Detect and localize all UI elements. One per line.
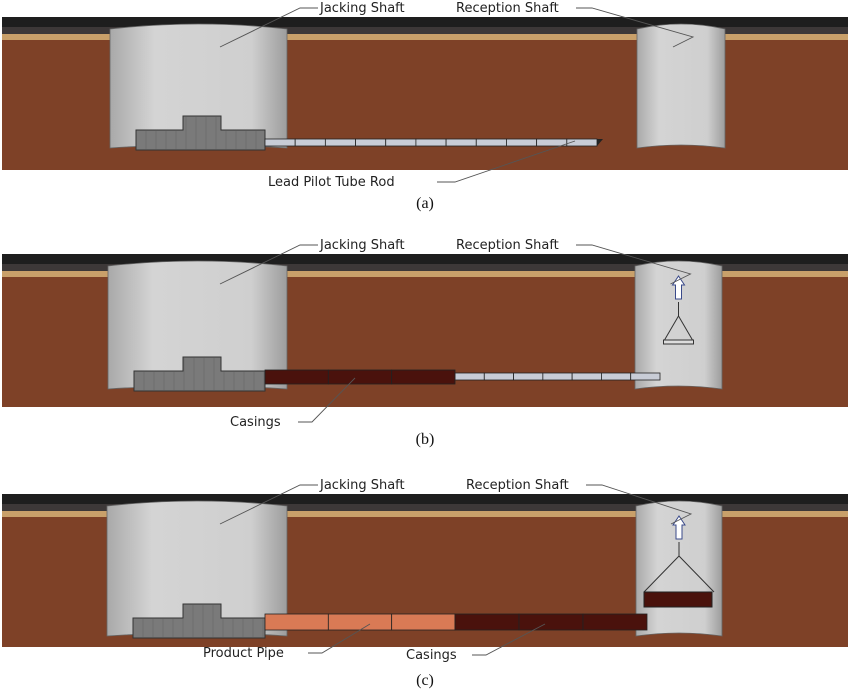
casings-label: Casings — [406, 648, 457, 663]
jacking-shaft-label: Jacking Shaft — [319, 1, 405, 16]
pavement-layer — [2, 17, 848, 27]
casings-leader — [472, 623, 546, 656]
pilot-tube-rod-segment — [324, 138, 356, 147]
casing-segment — [454, 613, 520, 631]
pilot-tube-rod-segment — [294, 138, 326, 147]
casings-label: Casings — [230, 415, 281, 430]
casing-segment — [391, 369, 456, 385]
jacking-shaft-label: Jacking Shaft — [319, 238, 405, 253]
reception-shaft-label: Reception Shaft — [466, 478, 569, 493]
pilot-tube-rod-segment — [483, 372, 514, 381]
machine-body — [132, 603, 266, 639]
panel-caption: (c) — [416, 672, 434, 689]
jacking-machine — [135, 115, 266, 151]
pilot-tube-rod-segment — [513, 372, 544, 381]
pilot-tube-rod-segment — [385, 138, 417, 147]
panel-caption: (b) — [416, 431, 435, 448]
panel-caption: (a) — [416, 195, 434, 212]
sand-layer — [2, 34, 848, 40]
pilot-tube-rod-segment — [571, 372, 602, 381]
casing-segment — [582, 613, 648, 631]
lifted-plate — [663, 339, 694, 345]
jacking-machine — [132, 603, 266, 639]
crane-sling — [643, 555, 715, 593]
pilot-tube-rod-segment — [355, 138, 387, 147]
pilot-tube-rod-segment — [415, 138, 447, 147]
pilot-tube-tip — [597, 139, 603, 146]
subbase-layer — [2, 27, 848, 34]
product-pipe-segment — [327, 613, 393, 631]
pilot-tube-rod-segment — [264, 138, 296, 147]
casing-segment — [327, 369, 393, 385]
product-pipe-segment — [264, 613, 329, 631]
pilot-tube-rod-segment — [542, 372, 573, 381]
casing-segment — [264, 369, 329, 385]
jacking-shaft-leader — [219, 244, 318, 285]
reception-shaft-label: Reception Shaft — [456, 238, 559, 253]
pilot-tube-rod-segment — [601, 372, 632, 381]
pilot-tube-rod-segment — [475, 138, 507, 147]
jacking-shaft-leader — [219, 484, 318, 525]
sand-layer — [2, 271, 848, 277]
reception-shaft-label: Reception Shaft — [456, 1, 559, 16]
pavement-layer — [2, 494, 848, 504]
product-pipe-label: Product Pipe — [203, 646, 284, 661]
subbase-layer — [2, 504, 848, 511]
sand-layer — [2, 511, 848, 517]
pilot-tube-rod-segment — [630, 372, 661, 381]
reception-shaft — [634, 260, 723, 390]
lead-pilot-tube-rod-label: Lead Pilot Tube Rod — [268, 175, 395, 190]
lifted-casing — [643, 591, 713, 608]
jacking-machine — [133, 356, 266, 392]
reception-shaft-leader — [576, 7, 695, 48]
product-pipe-leader — [308, 623, 371, 654]
subbase-layer — [2, 264, 848, 271]
reception-shaft-leader — [586, 484, 693, 525]
casing-segment — [518, 613, 584, 631]
pilot-tube-rod-segment — [445, 138, 477, 147]
jacking-shaft-label: Jacking Shaft — [319, 478, 405, 493]
casings-leader — [298, 377, 356, 423]
jacking-shaft-leader — [219, 7, 318, 48]
pilot-tube-rod-segment — [506, 138, 538, 147]
reception-shaft — [636, 23, 726, 149]
reception-shaft-leader — [576, 244, 692, 285]
pavement-layer — [2, 254, 848, 264]
rod-leader — [437, 140, 576, 183]
pilot-tube-rod-segment — [454, 372, 485, 381]
product-pipe-segment — [391, 613, 456, 631]
